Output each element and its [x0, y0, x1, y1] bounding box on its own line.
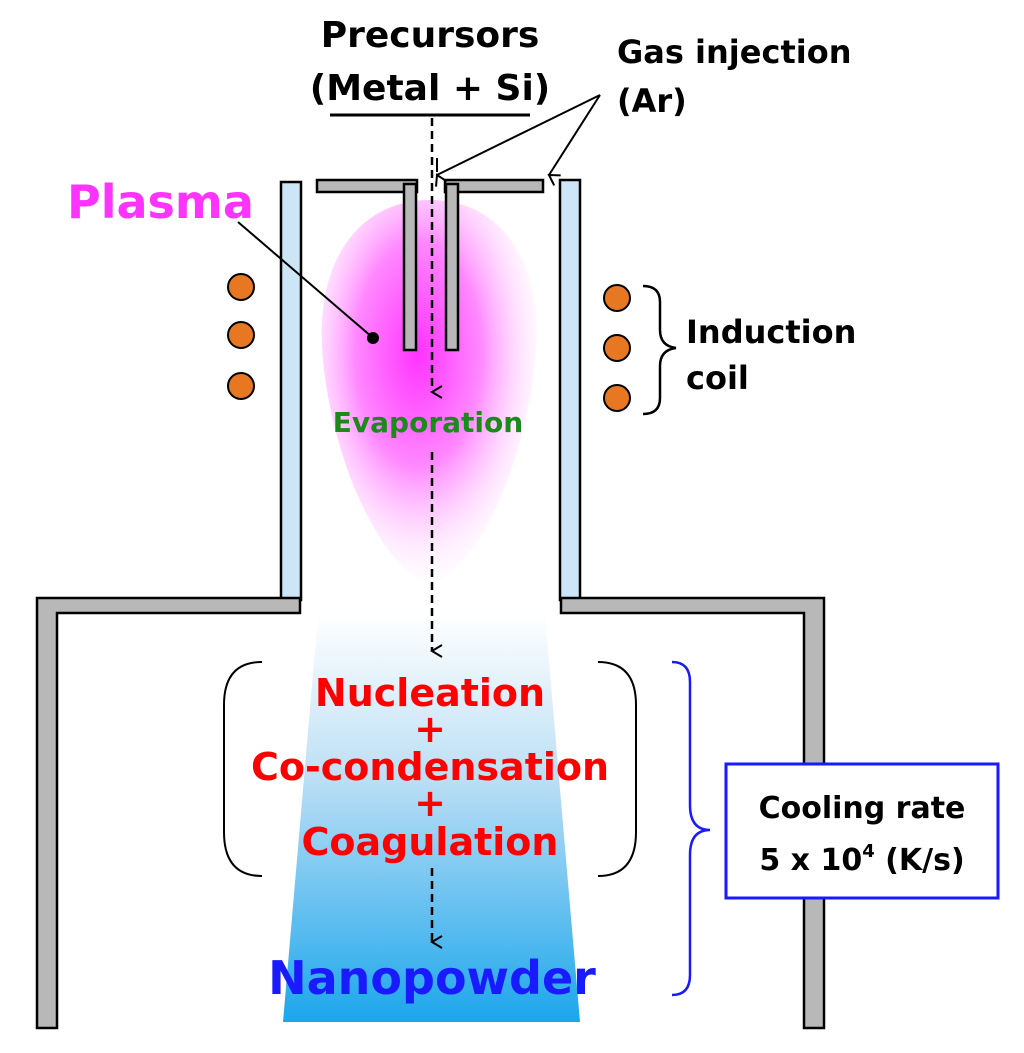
top-plate-right — [443, 178, 545, 194]
cocondensation-label: Co-condensation — [251, 745, 609, 789]
induction-coil-left — [227, 273, 255, 400]
plasma-pointer-dot — [367, 332, 379, 344]
coil-turn — [227, 321, 255, 349]
induction-coil-label: Induction — [686, 313, 856, 351]
cooling-rate-box — [724, 762, 1000, 900]
precursors-title: Precursors — [321, 15, 540, 56]
plus-sign-2: + — [414, 781, 446, 825]
coil-turn — [227, 372, 255, 400]
plus-sign-1: + — [414, 707, 446, 751]
tube-wall-left — [279, 180, 303, 602]
induction-coil-label-2: coil — [686, 359, 749, 397]
cooling-rate-label: Cooling rate — [759, 791, 966, 826]
cooling-rate-base: 5 x 10 — [759, 843, 862, 878]
gas-arrow-outer — [547, 94, 601, 186]
gas-arrow-inner — [435, 94, 601, 187]
coil-turn — [603, 334, 631, 362]
probe-left — [402, 182, 418, 352]
evaporation-label: Evaporation — [333, 406, 523, 439]
process-paren-right — [597, 661, 637, 877]
plasma-plume — [321, 200, 537, 585]
precursors-subtitle: (Metal + Si) — [310, 68, 551, 109]
chamber-wall-right — [559, 596, 826, 1030]
coil-turn — [603, 384, 631, 412]
top-plate-left — [315, 178, 419, 194]
gas-injection-label: Gas injection — [617, 33, 851, 71]
nanopowder-cone — [283, 615, 580, 1022]
induction-brace — [642, 284, 677, 416]
cooling-rate-value: 5 x 104 (K/s) — [759, 841, 964, 878]
plasma-pointer-line — [237, 221, 373, 338]
probe-right — [444, 182, 460, 352]
chamber-wall-left — [35, 596, 302, 1030]
plasma-label: Plasma — [67, 175, 254, 229]
tube-wall-right — [558, 178, 582, 602]
nucleation-label: Nucleation — [315, 671, 545, 715]
induction-coil-right — [603, 284, 631, 412]
process-paren-left — [223, 661, 263, 877]
gas-injection-gas: (Ar) — [617, 82, 687, 120]
coil-turn — [603, 284, 631, 312]
coil-turn — [227, 273, 255, 301]
nanopowder-label: Nanopowder — [268, 951, 596, 1005]
cooling-brace — [671, 660, 711, 997]
cooling-rate-exponent: 4 — [862, 841, 875, 862]
cooling-rate-unit: (K/s) — [875, 843, 965, 878]
coagulation-label: Coagulation — [302, 820, 559, 864]
